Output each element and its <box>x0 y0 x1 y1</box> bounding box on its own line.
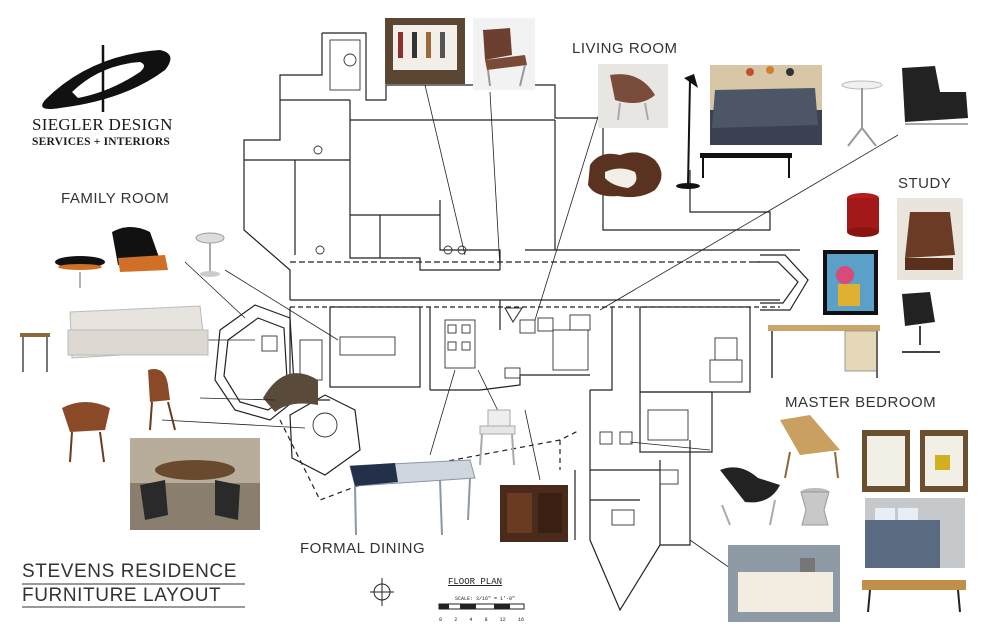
red-ottoman-photo <box>847 193 879 237</box>
scale-ticks: 0 2 4 8 12 16 <box>439 617 524 623</box>
cherner-armchair-photo <box>62 402 110 463</box>
living-room-sofa-photo <box>710 65 822 145</box>
coffee-table-photo <box>700 153 792 178</box>
bedroom-photo <box>865 498 965 568</box>
room-label-master-bedroom: MASTER BEDROOM <box>785 394 937 411</box>
scale-tick: 12 <box>499 617 506 623</box>
scale-bar <box>438 603 525 610</box>
metal-stool-photo <box>800 488 830 526</box>
room-label-family-room: FAMILY ROOM <box>61 190 170 207</box>
scale-label: SCALE: 3/16" = 1'-0" <box>455 596 516 602</box>
wine-cabinet-photo <box>500 485 568 542</box>
scale-tick: 16 <box>517 617 524 623</box>
logo-company-name: SIEGLER DESIGN <box>32 115 173 134</box>
floor-plan-label: FLOOR PLAN <box>448 577 503 587</box>
white-leather-sofa-photo <box>67 305 209 359</box>
floor-lamp-photo <box>676 74 700 189</box>
slat-bench-photo <box>862 580 966 613</box>
room-label-formal-dining: FORMAL DINING <box>300 540 426 557</box>
room-label-living-room: LIVING ROOM <box>572 40 678 57</box>
dining-table-photo <box>349 459 476 536</box>
butterfly-chair-photo <box>720 467 780 526</box>
north-arrow-icon <box>370 578 394 606</box>
metal-dining-chair-photo <box>479 409 516 466</box>
scale-tick: 2 <box>454 617 458 623</box>
eames-lounge-chair-photo <box>55 227 168 288</box>
family-dining-photo <box>130 438 260 530</box>
board-subtitle: FURNITURE LAYOUT <box>22 585 222 606</box>
pop-art-painting-photo <box>823 250 878 315</box>
leader-lines <box>161 77 899 569</box>
floor-plan-furniture <box>261 39 743 526</box>
leather-lounge-chair-photo <box>473 18 535 90</box>
board-title: STEVENS RESIDENCE <box>22 561 238 582</box>
shell-chair-photo <box>598 64 668 128</box>
logo-mark <box>42 45 171 112</box>
pedestal-side-table-photo <box>841 80 883 147</box>
rug-shape <box>263 373 318 412</box>
bar-stool-photo <box>195 232 225 277</box>
c-side-table-photo <box>20 333 50 372</box>
cherner-chair-photo <box>148 369 176 431</box>
logo-tagline: SERVICES + INTERIORS <box>32 136 170 148</box>
scale-tick: 0 <box>439 617 443 623</box>
office-chair-photo <box>902 292 940 353</box>
tufted-wingback-chair-photo <box>897 198 963 280</box>
guitar-wall-photo <box>385 18 465 84</box>
cowhide-rug-photo <box>588 152 662 198</box>
woven-lounge-chair-photo <box>780 415 840 479</box>
room-label-study: STUDY <box>898 175 952 192</box>
framed-art-photo <box>862 430 968 492</box>
eames-desk-photo <box>768 325 880 378</box>
scale-tick: 4 <box>469 617 473 623</box>
black-leather-recliner-photo <box>902 66 968 125</box>
scale-tick: 8 <box>484 617 488 623</box>
dresser-photo <box>728 545 840 622</box>
